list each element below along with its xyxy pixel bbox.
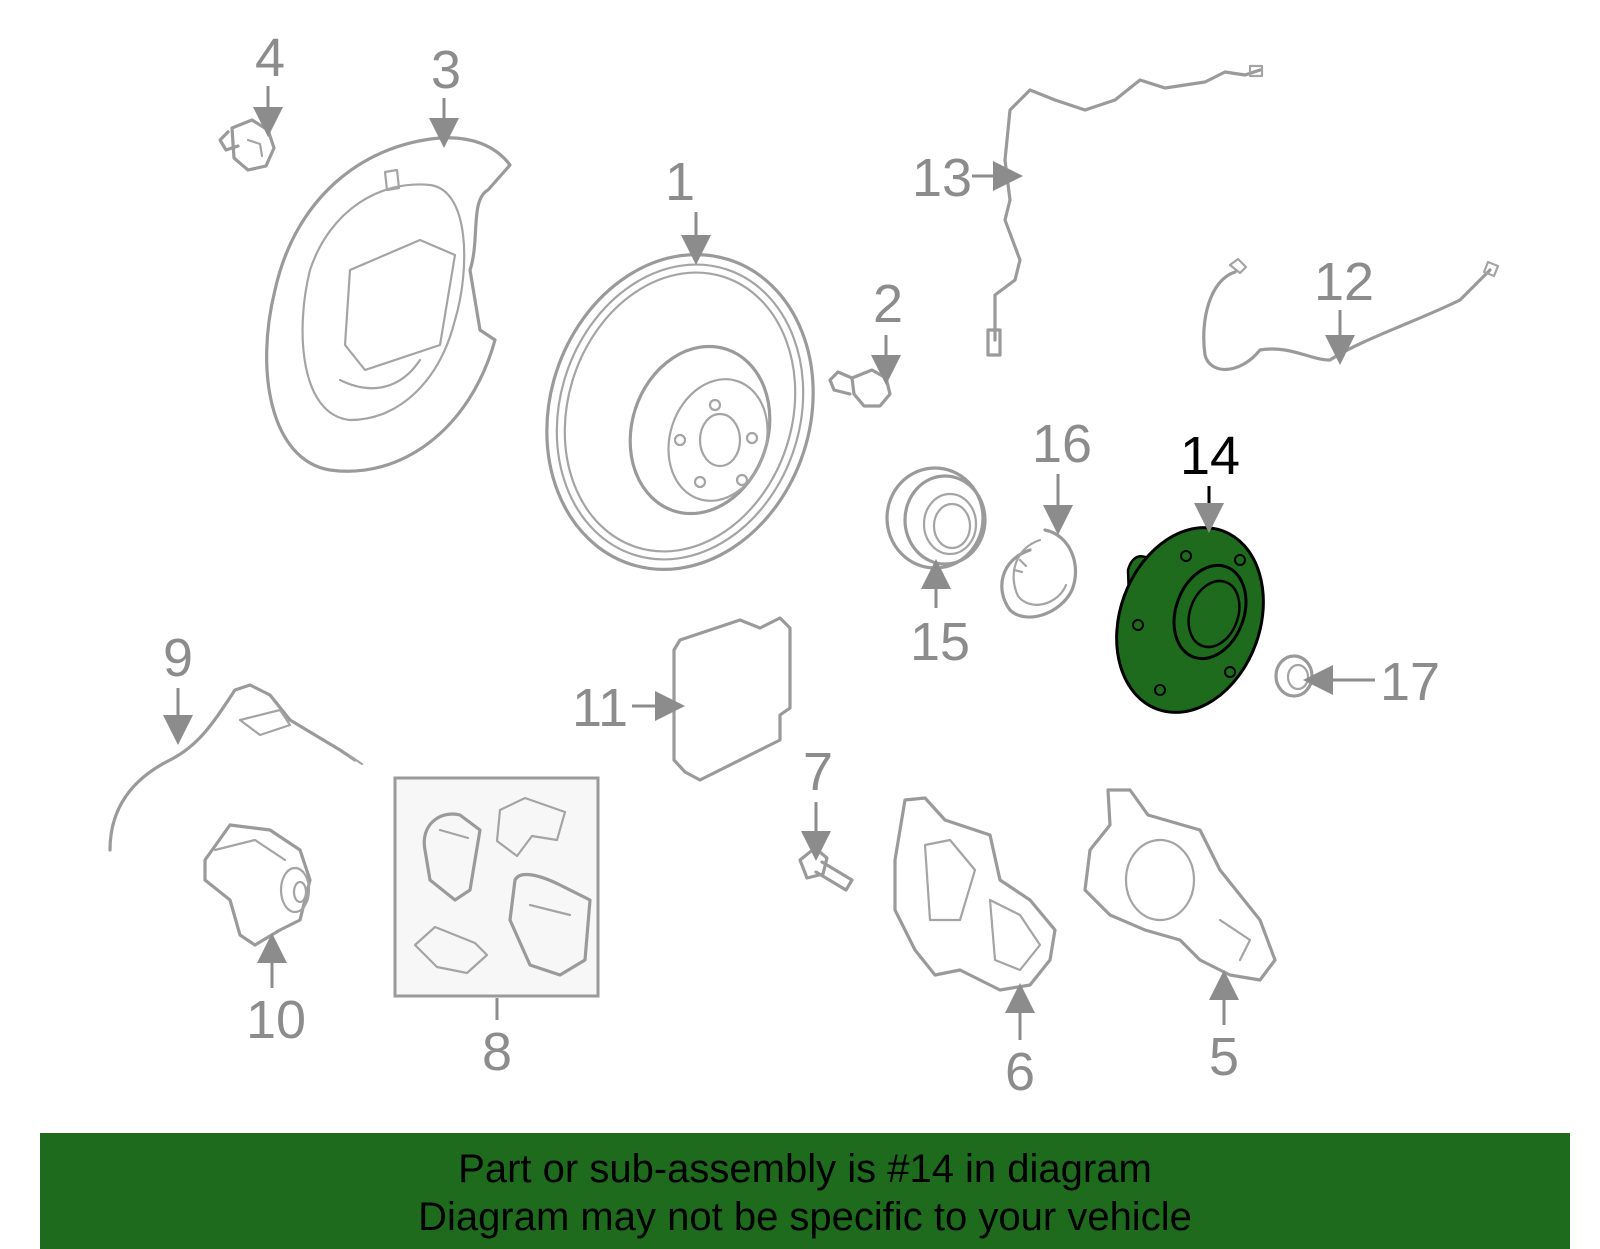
part-9-sensor-wire[interactable]: [108, 683, 364, 852]
part-2-bolt[interactable]: [828, 368, 892, 408]
callout-10: 10: [246, 933, 306, 1050]
part-14-wheel-hub[interactable]: [1092, 507, 1289, 733]
part-3-backing-plate[interactable]: [265, 136, 512, 473]
svg-text:17: 17: [1380, 652, 1440, 712]
info-banner: Part or sub-assembly is #14 in diagram D…: [40, 1133, 1570, 1249]
svg-text:7: 7: [803, 742, 833, 802]
part-13-sensor-wire[interactable]: [986, 64, 1264, 357]
svg-text:2: 2: [873, 274, 903, 334]
part-10-caliper-motor[interactable]: [203, 823, 312, 947]
svg-text:16: 16: [1032, 414, 1092, 474]
part-15-wheel-bearing[interactable]: [885, 466, 987, 570]
callout-9: 9: [163, 628, 193, 745]
banner-line-1: Part or sub-assembly is #14 in diagram: [458, 1147, 1152, 1191]
callout-3: 3: [429, 40, 461, 148]
svg-text:5: 5: [1209, 1027, 1239, 1087]
svg-text:13: 13: [912, 148, 972, 208]
callout-4: 4: [253, 28, 285, 137]
callout-14: 14: [1180, 426, 1240, 533]
part-16-snap-ring[interactable]: [1000, 528, 1078, 619]
svg-text:8: 8: [482, 1022, 512, 1082]
callout-16: 16: [1032, 414, 1092, 535]
svg-text:1: 1: [665, 152, 695, 212]
callout-5: 5: [1209, 970, 1239, 1087]
part-11-module[interactable]: [672, 616, 792, 782]
part-12-sensor-wire[interactable]: [1202, 257, 1500, 371]
callout-12: 12: [1314, 252, 1374, 365]
callout-6: 6: [1005, 983, 1035, 1102]
part-1-brake-rotor[interactable]: [507, 220, 853, 605]
part-6-caliper-bracket[interactable]: [893, 796, 1057, 992]
svg-text:10: 10: [246, 990, 306, 1050]
callout-7: 7: [801, 742, 833, 861]
callout-15: 15: [910, 559, 970, 672]
svg-text:14: 14: [1180, 426, 1240, 486]
callout-11: 11: [572, 678, 685, 738]
part-4-bolt[interactable]: [218, 118, 276, 172]
svg-text:3: 3: [431, 40, 461, 100]
svg-text:9: 9: [163, 628, 193, 688]
part-7-bolt[interactable]: [798, 846, 854, 892]
svg-text:4: 4: [255, 28, 285, 88]
part-8-brake-pad-kit[interactable]: [393, 776, 600, 998]
callout-2: 2: [871, 274, 903, 385]
svg-text:11: 11: [572, 678, 628, 738]
callout-13: 13: [912, 148, 1023, 208]
svg-text:12: 12: [1314, 252, 1374, 312]
part-17-axle-nut[interactable]: [1274, 654, 1314, 698]
part-5-caliper[interactable]: [1083, 788, 1277, 982]
callout-8: 8: [482, 998, 512, 1082]
svg-text:6: 6: [1005, 1042, 1035, 1102]
callout-17: 17: [1303, 652, 1440, 712]
callout-1: 1: [665, 152, 711, 265]
svg-text:15: 15: [910, 612, 970, 672]
banner-line-2: Diagram may not be specific to your vehi…: [418, 1195, 1192, 1239]
